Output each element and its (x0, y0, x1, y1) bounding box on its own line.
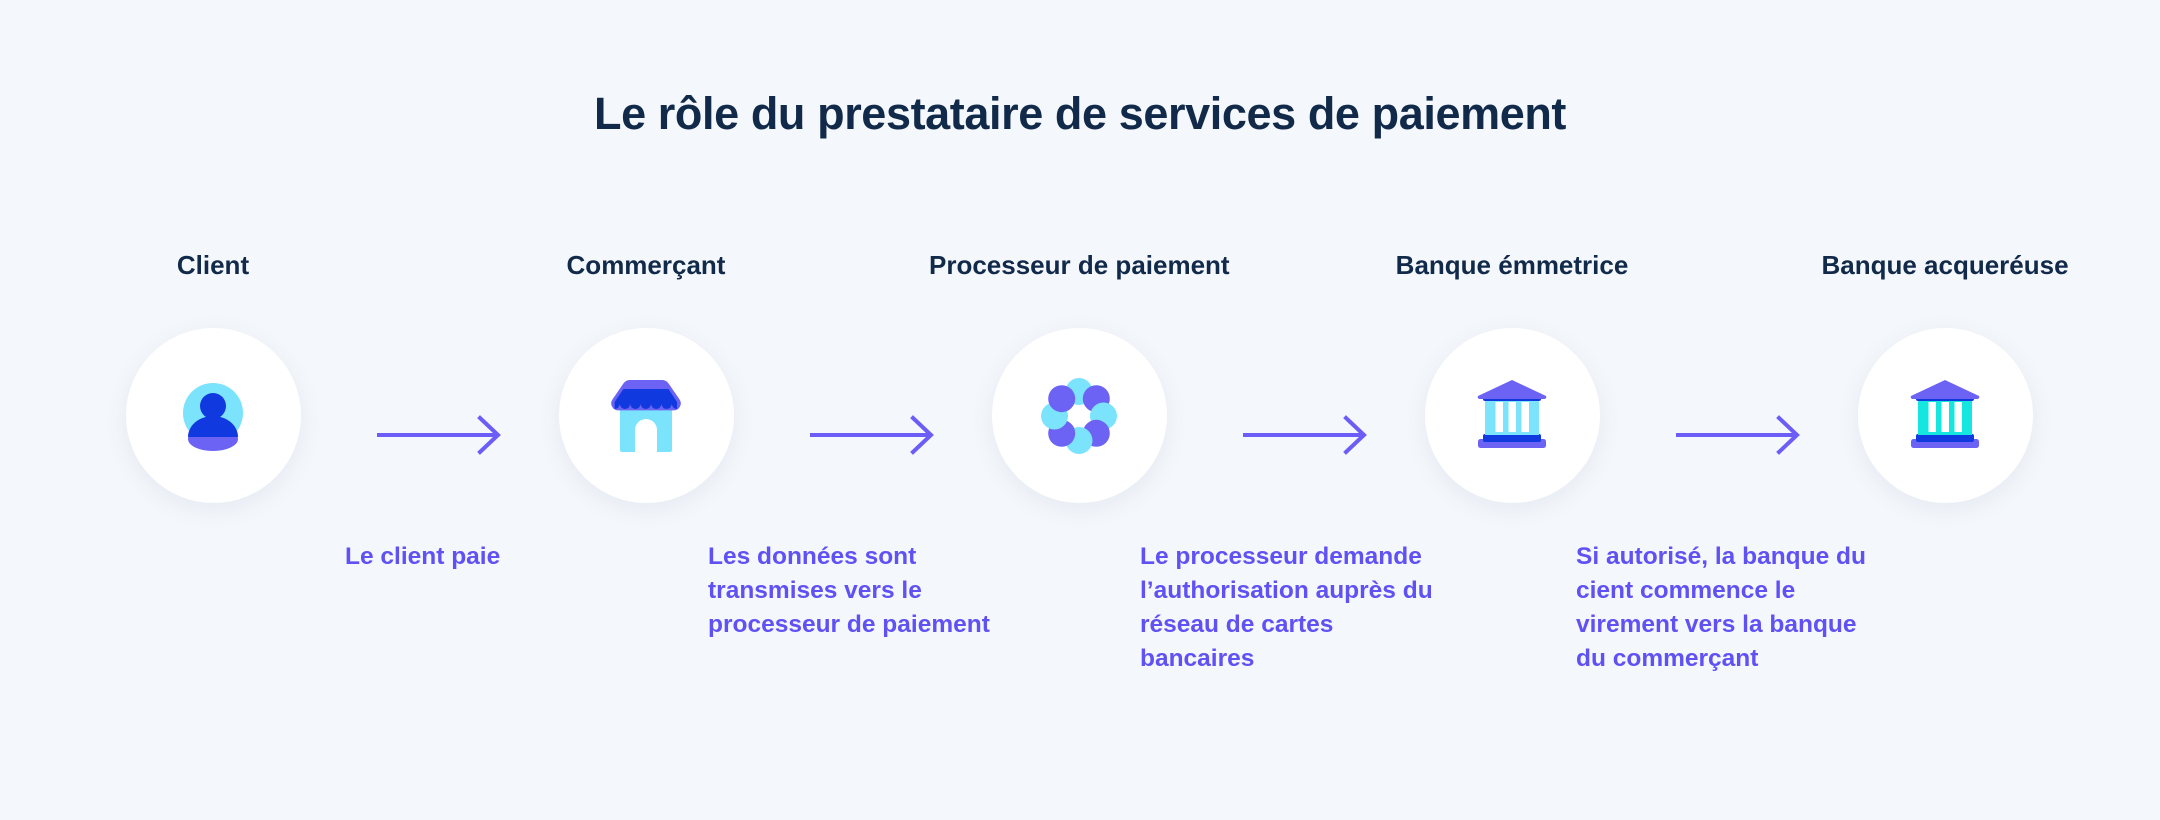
caption-line: du commerçant (1576, 645, 1759, 672)
stage-acquiring-bank: Banque acqueréuse (1795, 250, 2095, 503)
stage-client: Client (63, 250, 363, 503)
arrow-processor-to-issuer (1241, 415, 1376, 455)
caption-line: cient commence le (1576, 577, 1796, 604)
caption-line: virement vers la banque (1576, 611, 1857, 638)
stage-issuing-bank: Banque émmetrice (1362, 250, 1662, 503)
bank-alt-icon (1902, 379, 1988, 453)
bank-icon (1469, 379, 1555, 453)
node-circle-issuing-bank (1424, 328, 1600, 503)
node-circle-client (125, 328, 301, 503)
storefront-icon (603, 376, 689, 456)
caption-authorisation: Le processeur demande l’authorisation au… (1140, 540, 1433, 676)
caption-line: Les données sont (708, 543, 917, 570)
arrow-client-to-merchant (375, 415, 510, 455)
caption-line: transmises vers le (708, 577, 922, 604)
stage-label-acquiring-bank: Banque acqueréuse (1821, 250, 2069, 280)
node-circle-acquiring-bank (1857, 328, 2033, 503)
stage-label-processor: Processeur de paiement (929, 250, 1230, 280)
caption-client-pays: Le client paie (345, 540, 500, 574)
caption-line: processeur de paiement (708, 611, 990, 638)
caption-line: Le processeur demande (1140, 543, 1422, 570)
rosette-icon (1036, 373, 1122, 459)
caption-line: l’authorisation auprès du (1140, 577, 1433, 604)
stage-label-client: Client (176, 250, 250, 280)
person-icon (170, 373, 256, 459)
arrow-issuer-to-acquirer (1674, 415, 1809, 455)
caption-data-transmitted: Les données sont transmises vers le proc… (708, 540, 990, 642)
caption-line: Le client paie (345, 543, 501, 570)
page-title: Le rôle du prestataire de services de pa… (593, 88, 1567, 139)
caption-line: bancaires (1140, 645, 1255, 672)
caption-line: Si autorisé, la banque du (1576, 543, 1866, 570)
node-circle-merchant (558, 328, 734, 503)
node-circle-processor (991, 328, 1167, 503)
arrow-merchant-to-processor (808, 415, 943, 455)
stage-label-issuing-bank: Banque émmetrice (1395, 250, 1629, 280)
caption-line: réseau de cartes (1140, 611, 1334, 638)
caption-transfer: Si autorisé, la banque du cient commence… (1576, 540, 1866, 676)
stage-label-merchant: Commerçant (566, 250, 726, 280)
stage-processor: Processeur de paiement (929, 250, 1230, 503)
stage-merchant: Commerçant (496, 250, 796, 503)
